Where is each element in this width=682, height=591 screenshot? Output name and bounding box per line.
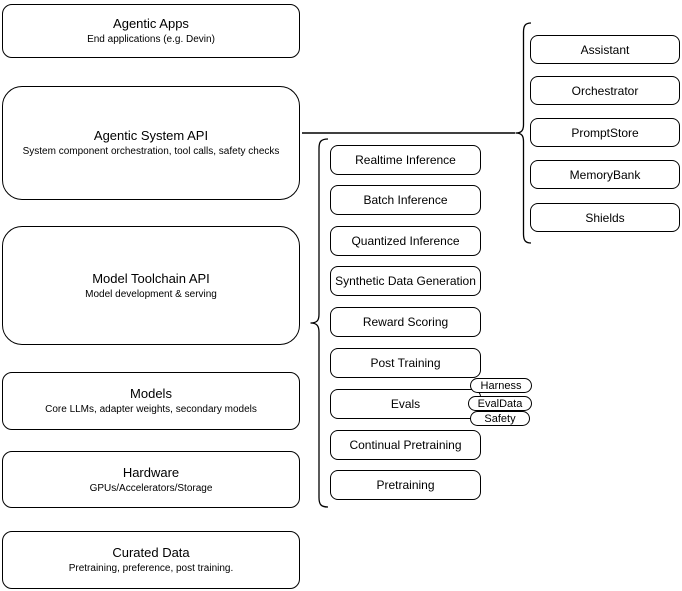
pretraining-box: Pretraining bbox=[330, 470, 481, 500]
realtime-inference-box: Realtime Inference bbox=[330, 145, 481, 175]
quantized-inference-box: Quantized Inference bbox=[330, 226, 481, 256]
promptstore-box: PromptStore bbox=[530, 118, 680, 147]
hardware-box: Hardware GPUs/Accelerators/Storage bbox=[2, 451, 300, 508]
evaldata-tag: EvalData bbox=[468, 396, 532, 411]
agentic-apps-subtitle: End applications (e.g. Devin) bbox=[87, 34, 215, 45]
memorybank-box: MemoryBank bbox=[530, 160, 680, 189]
agentic-system-api-subtitle: System component orchestration, tool cal… bbox=[22, 146, 280, 157]
models-title: Models bbox=[130, 386, 172, 401]
orchestrator-box: Orchestrator bbox=[530, 76, 680, 105]
post-training-box: Post Training bbox=[330, 348, 481, 378]
hardware-subtitle: GPUs/Accelerators/Storage bbox=[89, 482, 213, 494]
synthetic-data-generation-box: Synthetic Data Generation bbox=[330, 266, 481, 296]
agentic-apps-title: Agentic Apps bbox=[113, 16, 189, 31]
models-subtitle: Core LLMs, adapter weights, secondary mo… bbox=[45, 404, 257, 415]
batch-inference-box: Batch Inference bbox=[330, 185, 481, 215]
assistant-box: Assistant bbox=[530, 35, 680, 64]
agentic-system-api-box: Agentic System API System component orch… bbox=[2, 86, 300, 200]
model-toolchain-api-subtitle: Model development & serving bbox=[85, 288, 217, 300]
reward-scoring-box: Reward Scoring bbox=[330, 307, 481, 337]
curated-data-title: Curated Data bbox=[112, 545, 190, 560]
safety-tag: Safety bbox=[470, 411, 530, 426]
model-toolchain-api-box: Model Toolchain API Model development & … bbox=[2, 226, 300, 345]
curated-data-subtitle: Pretraining, preference, post training. bbox=[68, 563, 234, 574]
continual-pretraining-box: Continual Pretraining bbox=[330, 430, 481, 460]
components-brace bbox=[515, 22, 532, 244]
shields-box: Shields bbox=[530, 203, 680, 232]
agentic-system-api-title: Agentic System API bbox=[93, 128, 209, 143]
evals-box: Evals bbox=[330, 389, 481, 419]
agentic-apps-box: Agentic Apps End applications (e.g. Devi… bbox=[2, 4, 300, 58]
harness-tag: Harness bbox=[470, 378, 532, 393]
toolchain-brace bbox=[310, 138, 329, 508]
model-toolchain-api-title: Model Toolchain API bbox=[92, 270, 210, 286]
curated-data-box: Curated Data Pretraining, preference, po… bbox=[2, 531, 300, 589]
models-box: Models Core LLMs, adapter weights, secon… bbox=[2, 372, 300, 430]
hardware-title: Hardware bbox=[122, 464, 180, 480]
